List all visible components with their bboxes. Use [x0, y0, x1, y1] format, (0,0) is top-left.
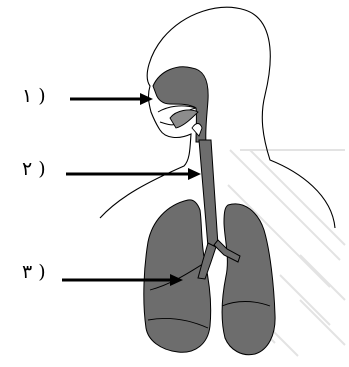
label-3: ٣ )	[22, 263, 46, 282]
label-1: ١ )	[22, 87, 46, 106]
arrow-1-head	[140, 93, 153, 105]
right-lung	[222, 204, 275, 355]
arrow-2-head	[188, 168, 201, 180]
body-outline	[100, 7, 335, 228]
label-2: ٢ )	[22, 160, 46, 179]
